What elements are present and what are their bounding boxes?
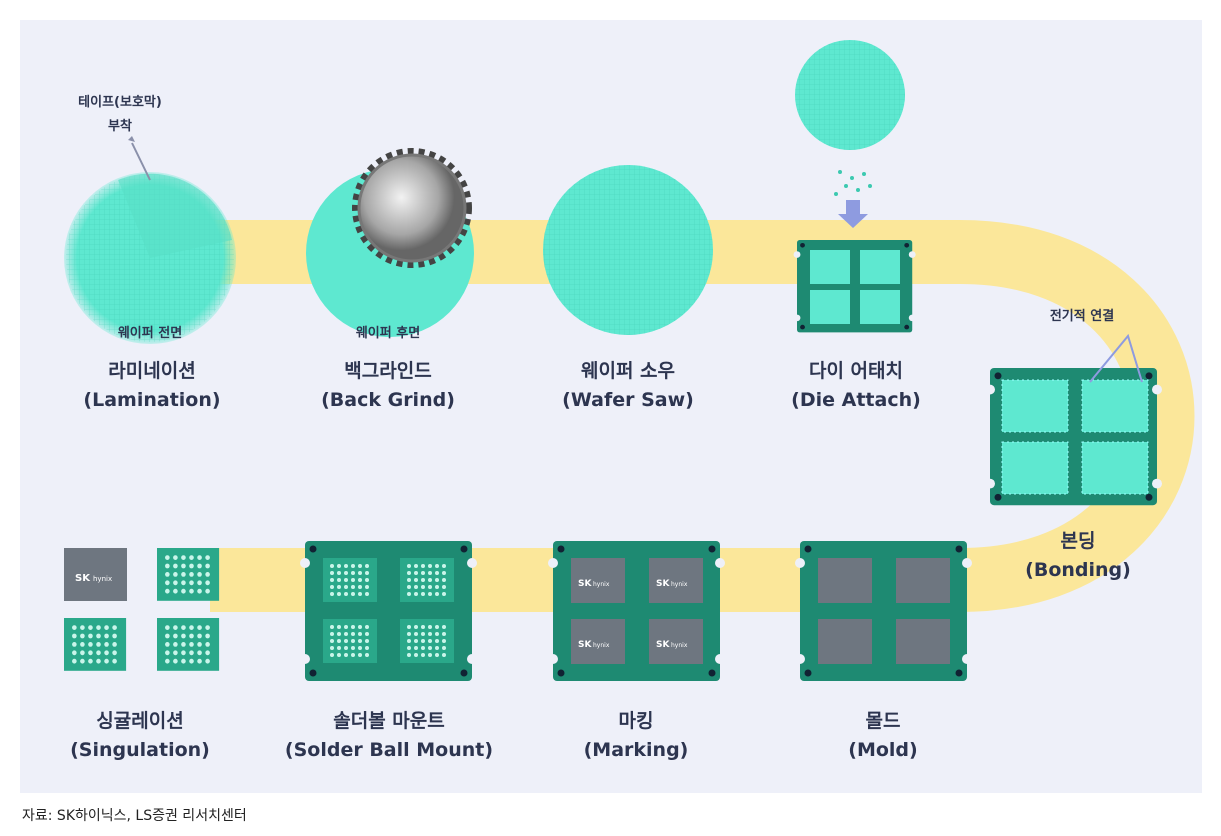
back-grind-wafer bbox=[306, 148, 474, 337]
bonding-callout: 전기적 연결 bbox=[1050, 308, 1114, 324]
mold-label-ko: 몰드 bbox=[866, 710, 901, 732]
singulation-illustration bbox=[64, 548, 220, 671]
down-arrow-icon bbox=[838, 200, 868, 228]
svg-text:SK: SK bbox=[578, 640, 592, 650]
die-attach-label-ko: 다이 어태치 bbox=[809, 360, 903, 382]
svg-text:hynix: hynix bbox=[593, 581, 610, 588]
svg-text:SK: SK bbox=[578, 579, 592, 589]
lamination-callout-2: 부착 bbox=[108, 118, 132, 134]
connection-arrow-icon bbox=[1089, 333, 1143, 383]
lamination-label-ko: 라미네이션 bbox=[108, 360, 195, 382]
process-flow-path bbox=[150, 220, 1195, 612]
singulation-logo-brand: SK bbox=[75, 573, 91, 584]
back-grind-note: 웨이퍼 후면 bbox=[356, 325, 420, 341]
bonding-illustration bbox=[985, 333, 1162, 506]
back-grind-label-ko: 백그라인드 bbox=[344, 360, 431, 382]
singulation-label-en: (Singulation) bbox=[70, 739, 210, 761]
mold-label-en: (Mold) bbox=[848, 739, 917, 761]
marking-illustration bbox=[548, 541, 725, 681]
lamination-note: 웨이퍼 전면 bbox=[118, 325, 182, 341]
singulation-label-ko: 싱귤레이션 bbox=[96, 710, 183, 732]
grinder-icon bbox=[352, 148, 472, 268]
svg-text:hynix: hynix bbox=[593, 642, 610, 649]
solder-ball-label-en: (Solder Ball Mount) bbox=[285, 739, 493, 761]
lamination-wafer bbox=[64, 136, 236, 344]
lamination-callout: 테이프(보호막) bbox=[78, 94, 162, 110]
bonding-label-ko: 본딩 bbox=[1061, 530, 1096, 552]
mold-illustration bbox=[795, 541, 972, 681]
marking-label-en: (Marking) bbox=[584, 739, 689, 761]
svg-text:SK: SK bbox=[656, 579, 670, 589]
svg-text:hynix: hynix bbox=[671, 581, 688, 588]
svg-text:SK: SK bbox=[656, 640, 670, 650]
die-attach-illustration bbox=[793, 40, 916, 333]
callout-arrow-icon bbox=[131, 142, 151, 181]
singulation-logo-sub: hynix bbox=[93, 575, 112, 583]
back-grind-label-en: (Back Grind) bbox=[321, 389, 455, 411]
svg-text:hynix: hynix bbox=[671, 642, 688, 649]
solder-ball-mount-illustration bbox=[300, 541, 477, 681]
bonding-label-en: (Bonding) bbox=[1025, 559, 1131, 581]
marking-label-ko: 마킹 bbox=[619, 710, 654, 732]
lamination-label-en: (Lamination) bbox=[83, 389, 220, 411]
die-attach-label-en: (Die Attach) bbox=[791, 389, 921, 411]
wafer-saw-label-en: (Wafer Saw) bbox=[562, 389, 694, 411]
wafer-saw-wafer bbox=[543, 165, 713, 335]
source-note: 자료: SK하이닉스, LS증권 리서치센터 bbox=[22, 808, 247, 824]
solder-ball-label-ko: 솔더볼 마운트 bbox=[333, 710, 445, 732]
wafer-saw-label-ko: 웨이퍼 소우 bbox=[581, 360, 675, 382]
